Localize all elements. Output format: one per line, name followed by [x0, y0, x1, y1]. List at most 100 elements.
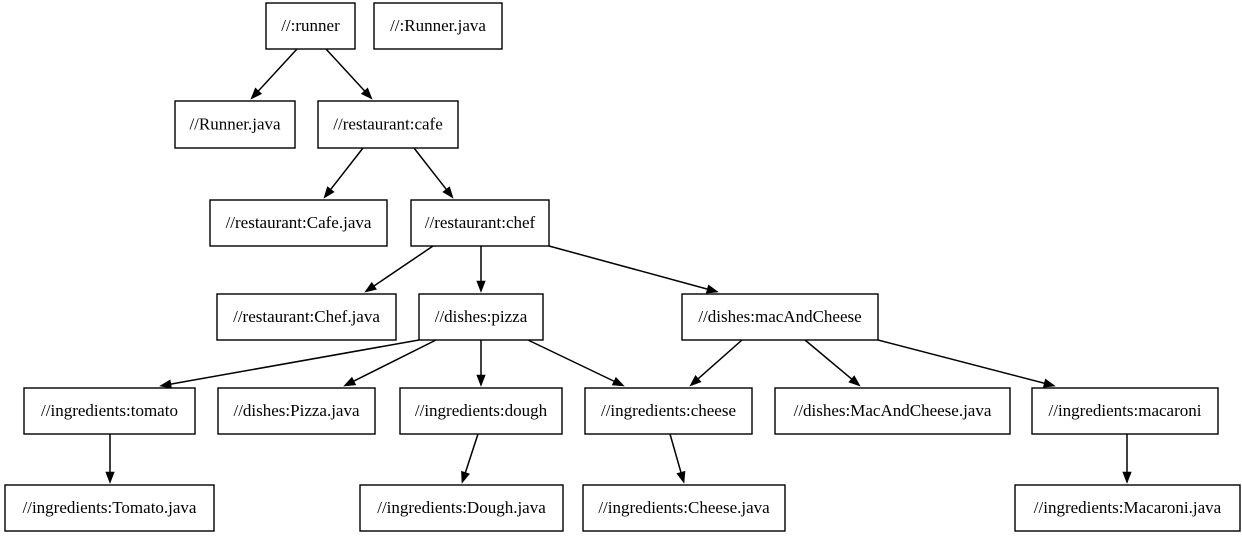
graph-node-tomato[interactable]: //ingredients:tomato	[23, 387, 196, 435]
node-box[interactable]	[174, 100, 296, 149]
node-label: //restaurant:cafe	[333, 114, 443, 133]
edge-arrowhead	[476, 374, 486, 387]
node-box[interactable]	[265, 2, 356, 50]
edge-line	[170, 339, 420, 385]
edge-arrowhead	[323, 186, 335, 199]
graph-node-macaroni[interactable]: //ingredients:macaroni	[1031, 387, 1219, 435]
edge-arrowhead	[705, 284, 719, 294]
node-label: //dishes:macAndCheese	[698, 307, 861, 326]
graph-node-dough_java[interactable]: //ingredients:Dough.java	[359, 484, 564, 532]
graph-node-chef[interactable]: //restaurant:chef	[410, 199, 550, 247]
edge-arrowhead	[364, 281, 377, 293]
graph-node-cafe[interactable]: //restaurant:cafe	[317, 100, 459, 149]
edge-cafe-to-cafe_java	[323, 147, 364, 199]
graph-node-chef_java[interactable]: //restaurant:Chef.java	[216, 293, 397, 341]
graph-node-macaroni_java[interactable]: //ingredients:Macaroni.java	[1014, 484, 1241, 532]
node-label: //:runner	[281, 16, 340, 35]
node-box[interactable]	[209, 199, 388, 247]
edge-arrowhead	[105, 471, 115, 484]
node-box[interactable]	[399, 387, 563, 435]
edge-macandcheese-to-macaroni	[877, 339, 1056, 388]
edge-arrowhead	[461, 470, 470, 484]
edge-line	[373, 245, 434, 287]
node-label: //ingredients:Cheese.java	[598, 498, 770, 517]
edge-arrowhead	[848, 375, 861, 387]
edge-dough-to-dough_java	[461, 433, 479, 484]
edge-chef-to-macandcheese	[548, 245, 719, 294]
graph-node-tomato_java[interactable]: //ingredients:Tomato.java	[4, 484, 215, 532]
edge-runner-to-runner_java	[250, 48, 298, 100]
edge-arrowhead	[343, 376, 357, 387]
node-label: //ingredients:Macaroni.java	[1034, 498, 1222, 517]
edges-layer	[105, 48, 1132, 484]
edge-macandcheese-to-cheese	[689, 339, 743, 387]
node-label: //ingredients:cheese	[601, 401, 736, 420]
graph-node-root_runner_java[interactable]: //:Runner.java	[373, 2, 503, 50]
edge-arrowhead	[1042, 378, 1056, 388]
node-box[interactable]	[216, 293, 397, 341]
node-box[interactable]	[359, 484, 564, 532]
edge-arrowhead	[250, 87, 263, 100]
edge-line	[257, 48, 298, 92]
edge-pizza-to-dough	[476, 340, 486, 387]
node-label: //restaurant:chef	[425, 213, 536, 232]
edge-arrowhead	[611, 376, 625, 387]
node-box[interactable]	[217, 387, 376, 435]
edge-arrowhead	[1122, 471, 1132, 484]
edge-line	[464, 433, 479, 473]
node-box[interactable]	[1014, 484, 1241, 532]
graph-node-pizza_java[interactable]: //dishes:Pizza.java	[217, 387, 376, 435]
graph-node-cheese_java[interactable]: //ingredients:Cheese.java	[582, 484, 786, 532]
graph-node-macandcheese[interactable]: //dishes:macAndCheese	[681, 293, 879, 341]
graph-node-cheese[interactable]: //ingredients:cheese	[584, 387, 753, 435]
graph-node-cafe_java[interactable]: //restaurant:Cafe.java	[209, 199, 388, 247]
node-label: //restaurant:Cafe.java	[226, 213, 372, 232]
node-box[interactable]	[681, 293, 879, 341]
node-box[interactable]	[373, 2, 503, 50]
edge-cheese-to-cheese_java	[669, 433, 686, 484]
node-label: //ingredients:dough	[415, 401, 548, 420]
edge-arrowhead	[159, 379, 172, 389]
node-box[interactable]	[418, 293, 544, 341]
edge-tomato-to-tomato_java	[105, 434, 115, 484]
graph-node-dough[interactable]: //ingredients:dough	[399, 387, 563, 435]
edge-line	[330, 147, 364, 190]
edge-chef-to-chef_java	[364, 245, 434, 293]
node-label: //Runner.java	[189, 114, 281, 133]
edge-line	[325, 48, 366, 92]
node-box[interactable]	[774, 387, 1011, 435]
node-box[interactable]	[4, 484, 215, 532]
graph-node-runner_java[interactable]: //Runner.java	[174, 100, 296, 149]
node-box[interactable]	[582, 484, 786, 532]
node-box[interactable]	[23, 387, 196, 435]
node-box[interactable]	[317, 100, 459, 149]
node-label: //ingredients:Dough.java	[377, 498, 546, 517]
node-box[interactable]	[410, 199, 550, 247]
edge-arrowhead	[476, 280, 486, 293]
edge-runner-to-cafe	[325, 48, 373, 100]
edge-arrowhead	[360, 87, 373, 100]
edge-arrowhead	[689, 375, 702, 387]
graph-node-macandcheese_java[interactable]: //dishes:MacAndCheese.java	[774, 387, 1011, 435]
node-label: //ingredients:Tomato.java	[23, 498, 197, 517]
graph-node-pizza[interactable]: //dishes:pizza	[418, 293, 544, 341]
node-label: //ingredients:macaroni	[1049, 401, 1202, 420]
edge-arrowhead	[442, 186, 454, 199]
edge-line	[804, 339, 853, 380]
node-label: //restaurant:Chef.java	[233, 307, 380, 326]
edge-line	[548, 245, 708, 290]
edge-line	[413, 147, 447, 190]
node-label: //:Runner.java	[390, 16, 486, 35]
edge-cafe-to-chef	[413, 147, 454, 199]
nodes-layer: //:runner //:Runner.java //Runner.java //re…	[4, 2, 1241, 532]
edge-line	[877, 339, 1045, 384]
graph-node-runner[interactable]: //:runner	[265, 2, 356, 50]
node-box[interactable]	[584, 387, 753, 435]
edge-line	[353, 339, 437, 382]
node-box[interactable]	[1031, 387, 1219, 435]
edge-line	[669, 433, 682, 473]
edge-macaroni-to-macaroni_java	[1122, 434, 1132, 484]
edge-line	[697, 339, 743, 380]
edge-pizza-to-cheese	[527, 339, 625, 387]
